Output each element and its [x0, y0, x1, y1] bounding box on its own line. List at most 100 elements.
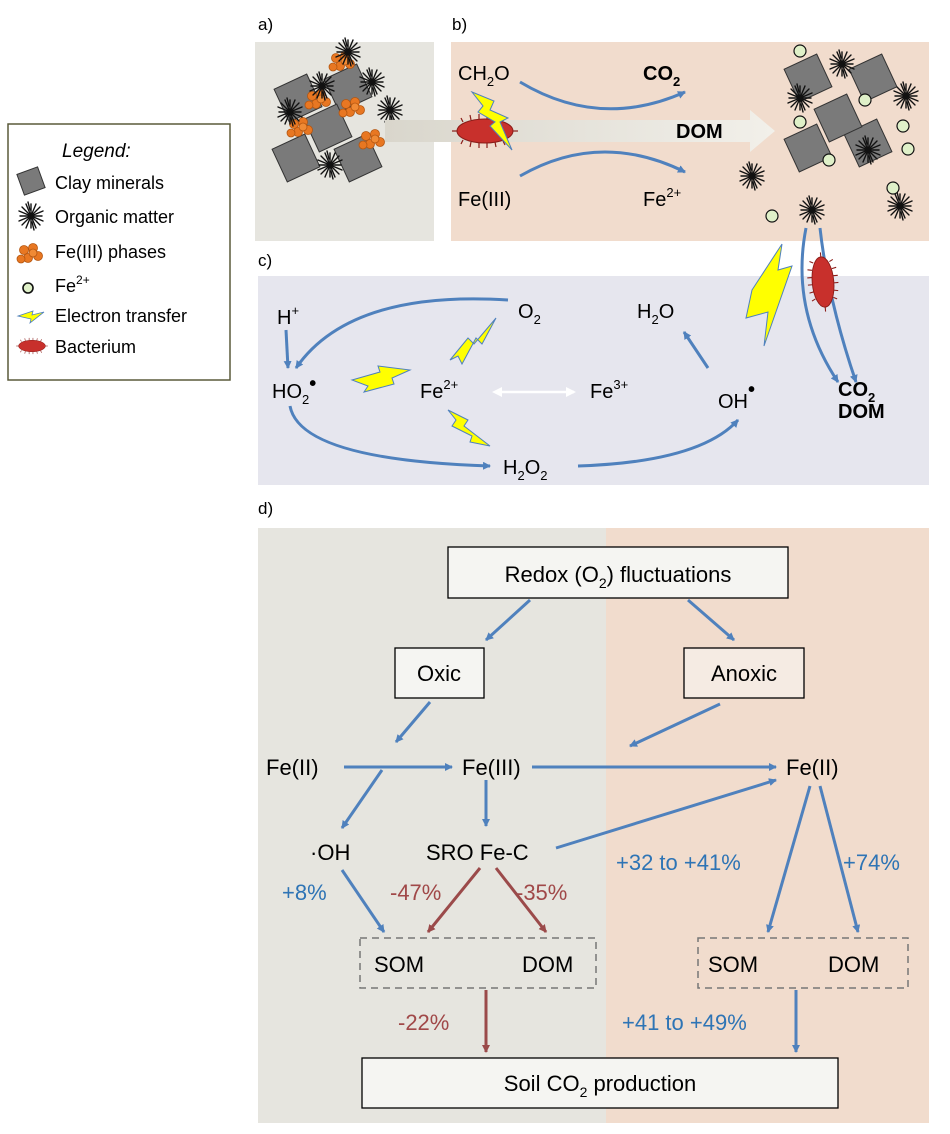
- fe2-particle: [765, 209, 779, 223]
- legend-title: Legend:: [62, 141, 131, 162]
- soil-co2-production-box: [361, 1057, 839, 1109]
- electron-bolt-ho2: [350, 365, 412, 393]
- o2-to-ho2-arrow: [294, 297, 509, 369]
- hydroxyl-radical-node: ·OH: [310, 840, 350, 865]
- dom-right-label: DOM: [828, 952, 879, 977]
- electron-bolt-h2o2: [447, 409, 491, 447]
- fe2-product-label: Fe2+: [643, 185, 681, 211]
- panel-b: CH2O CO2 DOM Fe(III) Fe2+: [385, 42, 929, 241]
- dom-product-label: DOM: [676, 121, 723, 143]
- h-plus-label: H+: [277, 303, 299, 329]
- legend-box: [7, 123, 231, 381]
- som-right-label: SOM: [708, 952, 758, 977]
- fe2-dom-effect-percent: +74%: [843, 850, 900, 875]
- fe2-som-effect-percent: +32 to +41%: [616, 850, 741, 875]
- clay-mineral: [271, 133, 321, 183]
- legend-clay-label: Clay minerals: [55, 173, 164, 193]
- oh-to-h2o-arrow: [682, 331, 710, 369]
- fe2-to-dom-arrow: [818, 785, 861, 933]
- clay-mineral: [783, 123, 833, 173]
- sro-fe-c-node: SRO Fe-C: [426, 840, 529, 865]
- anoxic-co2-effect-percent: +41 to +49%: [622, 1010, 747, 1035]
- fe2-particle: [896, 119, 910, 133]
- som-left-label: SOM: [374, 952, 424, 977]
- sro-to-som-arrow: [426, 867, 482, 933]
- anoxic-box: [683, 647, 805, 699]
- redox-to-anoxic-arrow: [687, 598, 735, 642]
- ch2o-label: CH2O: [458, 63, 510, 89]
- electron-bolt-oh: [745, 243, 793, 347]
- panel-b-label: b): [452, 15, 467, 34]
- redox-to-oxic-arrow: [484, 598, 532, 642]
- panel-c-label: c): [258, 251, 272, 270]
- oxidation-arrow: [519, 80, 686, 111]
- redox-fluctuations-box: [447, 546, 789, 599]
- legend-fe2-label: Fe2+: [55, 273, 90, 296]
- fe2-particle: [886, 181, 900, 195]
- anoxic-pool-box: [697, 937, 909, 989]
- electron-transfer-icon: [16, 310, 45, 325]
- legend-electron-label: Electron transfer: [55, 306, 187, 326]
- panel-c: H+ O2 H2O HO2• Fe2+ Fe3+ OH• H2O2 CO2 DO…: [258, 227, 929, 485]
- anoxic-label: Anoxic: [711, 661, 777, 686]
- co2-output-label: CO2: [838, 379, 875, 405]
- fe2-label: Fe2+: [420, 377, 458, 403]
- h2o2-to-oh-arrow: [577, 418, 740, 468]
- sro-som-effect-percent: -47%: [390, 880, 441, 905]
- oxic-box: [394, 647, 485, 699]
- h2o-label: H2O: [637, 301, 674, 327]
- h2o2-label: H2O2: [503, 457, 547, 483]
- co2-product-label: CO2: [643, 63, 680, 89]
- anoxic-to-fe-reduction-arrow: [629, 702, 721, 748]
- dom-output-label: DOM: [838, 401, 885, 423]
- dom-left-label: DOM: [522, 952, 573, 977]
- aggregate-clay-cluster: [271, 37, 403, 183]
- redox-fluctuations-label: Redox (O2) fluctuations: [505, 562, 732, 591]
- fe2-particle: [901, 142, 915, 156]
- fe2-particle: [793, 44, 807, 58]
- hydroperoxyl-label: HO2•: [272, 373, 316, 407]
- electron-transfer-bolt: [470, 90, 513, 151]
- electron-bolt-o2: [449, 317, 497, 366]
- oxic-label: Oxic: [417, 661, 461, 686]
- ho2-to-h2o2-arrow: [288, 405, 491, 470]
- fe3-center-label: Fe(III): [462, 755, 521, 780]
- legend-fe3-label: Fe(III) phases: [55, 242, 166, 262]
- o2-label: O2: [518, 301, 541, 327]
- sro-to-dom-arrow: [494, 867, 548, 933]
- fe2-particle: [858, 93, 872, 107]
- clay-mineral-icon: [16, 166, 46, 196]
- clay-mineral: [848, 53, 898, 103]
- legend-bacterium-label: Bacterium: [55, 337, 136, 357]
- soil-co2-production-label: Soil CO2 production: [504, 1071, 696, 1100]
- oxic-co2-effect-percent: -22%: [398, 1010, 449, 1035]
- fe2-icon: [22, 282, 34, 294]
- fe2-right-label: Fe(II): [786, 755, 839, 780]
- fe3-label: Fe3+: [590, 377, 628, 403]
- fe2-particle: [793, 115, 807, 129]
- panel-d: Redox (O2) fluctuations Oxic Anoxic Fe(I…: [258, 528, 929, 1123]
- panel-d-label: d): [258, 499, 273, 518]
- fe2-particle: [822, 153, 836, 167]
- legend: Legend: Clay minerals Organic matter Fe(…: [7, 123, 231, 381]
- legend-organic-label: Organic matter: [55, 207, 174, 227]
- sro-dom-effect-percent: -35%: [516, 880, 567, 905]
- panel-a-label: a): [258, 15, 273, 34]
- oxic-pool-box: [359, 937, 597, 989]
- released-aggregate: [739, 44, 919, 225]
- oh-to-som-arrow: [340, 869, 386, 933]
- fe2-to-som-arrow: [766, 785, 812, 933]
- oxic-to-fe-oxidation-arrow: [394, 701, 432, 743]
- aggregate-to-co2-arrow-outer: [800, 227, 840, 383]
- oh-effect-percent: +8%: [282, 880, 327, 905]
- aggregate-to-co2-arrow-inner: [818, 227, 858, 383]
- fe-oxidation-to-oh-arrow: [340, 769, 384, 829]
- sro-to-fe2-arrow: [555, 778, 777, 850]
- panel-a: [255, 37, 434, 241]
- hplus-to-ho2-arrow: [283, 329, 292, 369]
- clay-mineral: [813, 93, 863, 143]
- fe2-left-label: Fe(II): [266, 755, 319, 780]
- fe3-reactant-label: Fe(III): [458, 189, 511, 211]
- panel-d-anoxic-background: [606, 528, 929, 1123]
